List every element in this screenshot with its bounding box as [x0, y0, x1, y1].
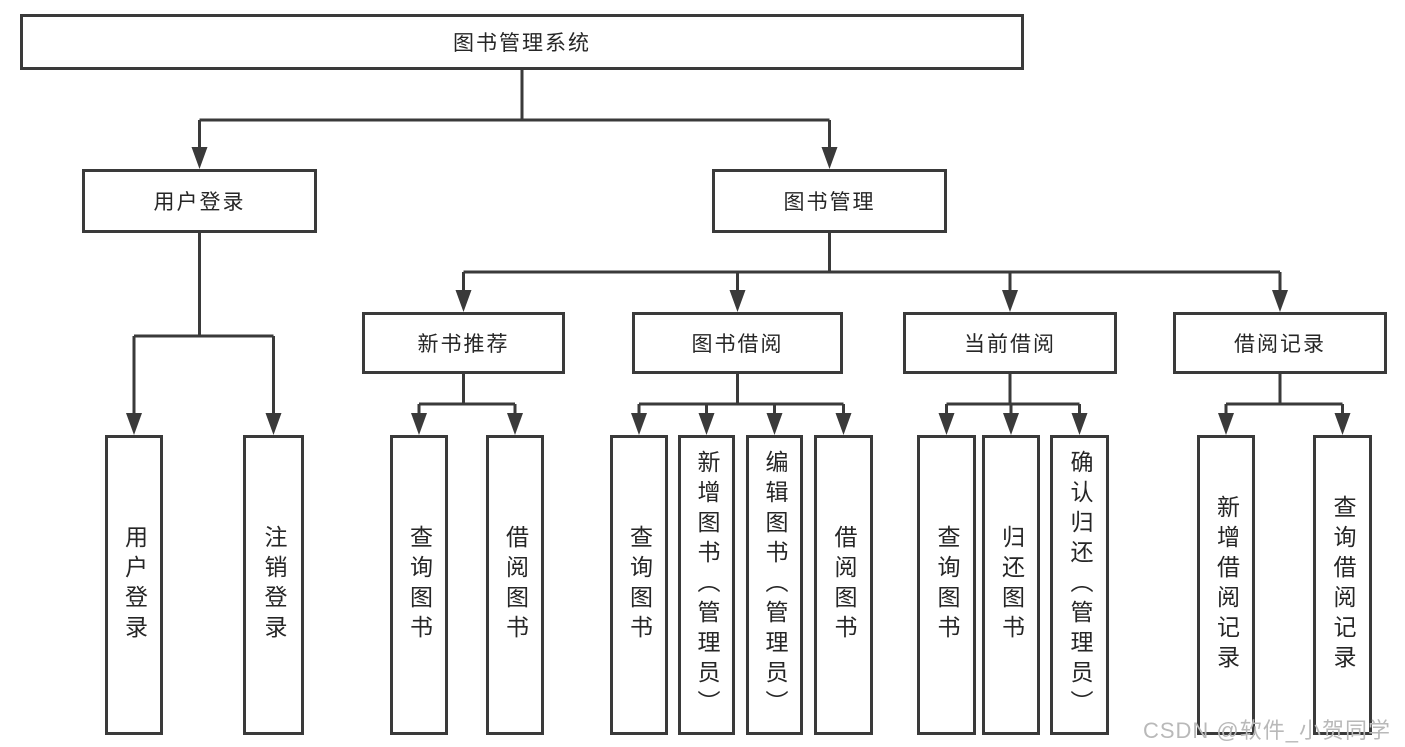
leaf-label: 查询图书 [626, 525, 653, 645]
leaf-query-books-current: 查询图书 [917, 435, 976, 735]
leaf-user-login: 用户登录 [105, 435, 163, 735]
leaf-query-borrow-record: 查询借阅记录 [1313, 435, 1372, 735]
leaf-edit-book-admin: 编辑图书（管理员） [746, 435, 803, 735]
leaf-label: 新增图书（管理员） [694, 450, 720, 720]
leaf-label: 注销登录 [261, 525, 287, 645]
node-user-login: 用户登录 [82, 169, 317, 233]
node-current-borrowing: 当前借阅 [903, 312, 1117, 374]
csdn-watermark: CSDN @软件_小贺同学 [1142, 718, 1391, 743]
node-library-management-system: 图书管理系统 [20, 14, 1024, 70]
node-label: 图书管理 [783, 191, 876, 214]
leaf-query-books-borrow: 查询图书 [610, 435, 668, 735]
node-label: 借阅记录 [1234, 333, 1326, 356]
node-label: 当前借阅 [964, 333, 1056, 356]
node-label: 图书管理系统 [453, 32, 591, 55]
leaf-label: 新增借阅记录 [1213, 495, 1240, 675]
leaf-logout: 注销登录 [243, 435, 304, 735]
leaf-label: 查询借阅记录 [1330, 495, 1356, 675]
leaf-label: 归还图书 [998, 525, 1025, 645]
leaf-return-books: 归还图书 [982, 435, 1040, 735]
leaf-label: 确认归还（管理员） [1067, 450, 1093, 720]
leaf-query-books-recommend: 查询图书 [390, 435, 448, 735]
leaf-label: 借阅图书 [831, 525, 857, 645]
node-label: 新书推荐 [417, 333, 510, 356]
node-new-book-recommendation: 新书推荐 [362, 312, 565, 374]
leaf-confirm-return-admin: 确认归还（管理员） [1050, 435, 1109, 735]
leaf-add-borrow-record: 新增借阅记录 [1197, 435, 1255, 735]
leaf-label: 借阅图书 [502, 525, 529, 645]
leaf-label: 查询图书 [406, 525, 433, 645]
node-book-borrowing: 图书借阅 [632, 312, 843, 374]
leaf-borrow-books: 借阅图书 [814, 435, 873, 735]
leaf-label: 用户登录 [121, 525, 148, 645]
node-label: 图书借阅 [691, 333, 784, 356]
leaf-label: 查询图书 [934, 525, 960, 645]
leaf-borrow-books-recommend: 借阅图书 [486, 435, 544, 735]
leaf-label: 编辑图书（管理员） [762, 450, 788, 720]
node-book-management: 图书管理 [712, 169, 947, 233]
leaf-add-book-admin: 新增图书（管理员） [678, 435, 735, 735]
node-borrowing-records: 借阅记录 [1173, 312, 1387, 374]
node-label: 用户登录 [153, 191, 246, 214]
